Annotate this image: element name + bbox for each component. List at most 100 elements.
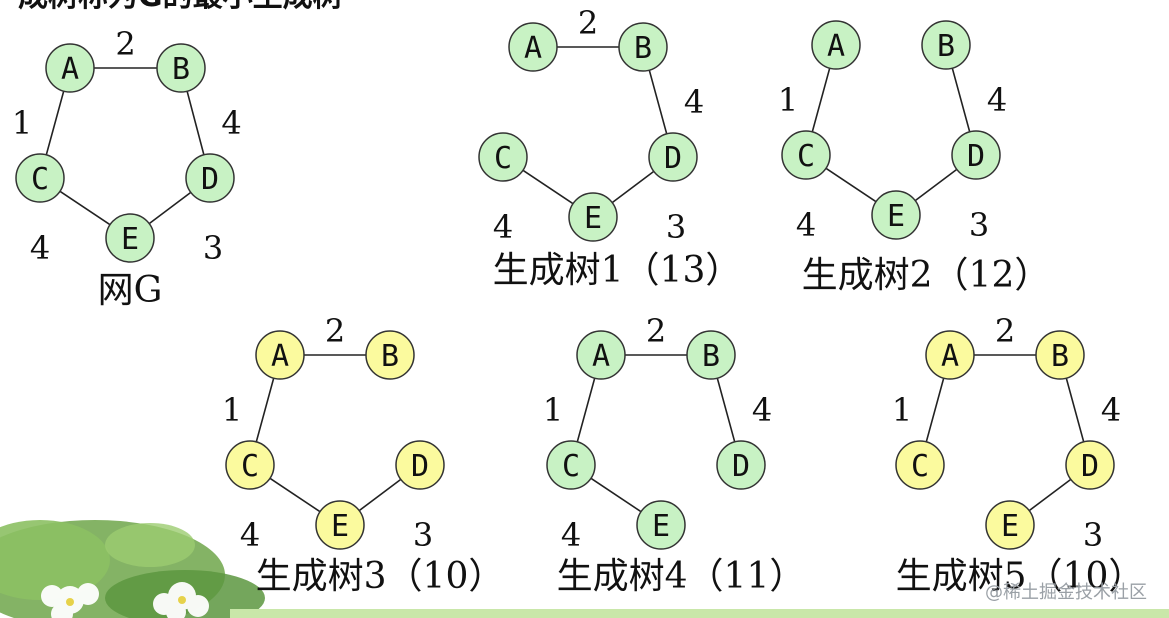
edge-A-C <box>45 90 65 156</box>
edge-weight-D-E: 3 <box>666 208 686 246</box>
node-A <box>925 330 975 380</box>
node-label-E: E <box>121 222 139 257</box>
node-label-C: C <box>241 449 259 484</box>
node-E <box>636 500 686 550</box>
node-label-B: B <box>381 339 399 374</box>
edge-weight-C-E: 4 <box>30 229 50 267</box>
node-A <box>576 330 626 380</box>
edge-weight-B-D: 4 <box>684 83 704 121</box>
node-C <box>781 130 831 180</box>
node-E <box>105 213 155 263</box>
node-label-C: C <box>494 141 512 176</box>
edge-B-D <box>951 67 971 133</box>
edge-weight-A-B: 2 <box>115 25 135 63</box>
edge-weight-B-D: 4 <box>1101 391 1121 429</box>
node-label-C: C <box>562 449 580 484</box>
node-label-B: B <box>937 29 955 64</box>
node-label-A: A <box>524 31 542 66</box>
graph-caption: 生成树2（12） <box>802 255 1051 296</box>
edge-weight-C-E: 4 <box>796 206 816 244</box>
node-label-E: E <box>887 199 905 234</box>
node-label-A: A <box>271 339 289 374</box>
edge-D-E <box>148 191 192 225</box>
node-A <box>45 43 95 93</box>
edge-B-D <box>1065 377 1085 443</box>
edge-weight-D-E: 3 <box>969 206 989 244</box>
node-D <box>1065 440 1115 490</box>
edge-weight-C-E: 4 <box>561 516 581 554</box>
node-C <box>225 440 275 490</box>
node-A <box>811 20 861 70</box>
edge-weight-B-D: 4 <box>987 81 1007 119</box>
edge-weight-A-C: 1 <box>12 104 32 142</box>
node-label-A: A <box>61 52 79 87</box>
node-B <box>365 330 415 380</box>
graph-caption: 生成树4（11） <box>557 556 806 597</box>
node-C <box>895 440 945 490</box>
edge-weight-A-C: 1 <box>222 391 242 429</box>
node-label-D: D <box>967 139 985 174</box>
edge-A-C <box>576 377 596 443</box>
node-D <box>185 153 235 203</box>
node-E <box>315 500 365 550</box>
node-label-B: B <box>702 339 720 374</box>
edge-C-E <box>522 169 574 205</box>
node-label-A: A <box>827 29 845 64</box>
edge-weight-B-D: 4 <box>752 391 772 429</box>
bottom-bar <box>230 609 1169 618</box>
graph-caption: 生成树5（10） <box>896 556 1145 597</box>
edge-A-C <box>925 377 945 443</box>
edge-weight-A-B: 2 <box>578 4 598 42</box>
graph-g2: 1 4 4 3 A B C D E 生成树2（12） <box>778 20 1051 296</box>
node-label-B: B <box>172 52 190 87</box>
node-B <box>686 330 736 380</box>
node-label-E: E <box>331 509 349 544</box>
node-B <box>618 22 668 72</box>
edge-weight-D-E: 3 <box>1083 516 1103 554</box>
node-D <box>648 132 698 182</box>
node-D <box>395 440 445 490</box>
watermark: @稀土掘金技术社区 <box>985 582 1147 603</box>
node-D <box>951 130 1001 180</box>
node-E <box>568 192 618 242</box>
node-A <box>255 330 305 380</box>
graph-caption: 网G <box>98 270 163 311</box>
node-label-C: C <box>911 449 929 484</box>
node-label-C: C <box>797 139 815 174</box>
node-B <box>1035 330 1085 380</box>
edge-D-E <box>1028 478 1072 512</box>
node-E <box>871 190 921 240</box>
node-label-D: D <box>664 141 682 176</box>
edge-weight-C-E: 4 <box>493 208 513 246</box>
node-B <box>156 43 206 93</box>
edge-A-C <box>255 377 275 443</box>
edge-A-C <box>811 67 831 133</box>
edge-B-D <box>648 69 668 135</box>
edge-C-E <box>590 477 642 513</box>
node-D <box>716 440 766 490</box>
node-label-D: D <box>201 162 219 197</box>
flower-decoration-icon <box>0 520 265 618</box>
edge-weight-A-B: 2 <box>325 312 345 350</box>
edge-B-D <box>716 377 736 443</box>
node-label-E: E <box>1001 509 1019 544</box>
edge-B-D <box>186 91 205 155</box>
node-A <box>508 22 558 72</box>
edge-weight-A-C: 1 <box>778 81 798 119</box>
node-label-B: B <box>634 31 652 66</box>
node-label-E: E <box>584 201 602 236</box>
edge-weight-A-B: 2 <box>646 312 666 350</box>
edge-D-E <box>358 478 402 512</box>
node-C <box>15 153 65 203</box>
edge-D-E <box>611 170 655 204</box>
edge-weight-D-E: 3 <box>203 229 223 267</box>
node-label-D: D <box>1081 449 1099 484</box>
node-label-C: C <box>31 162 49 197</box>
page-title: 成树称为G的最小生成树 <box>18 0 343 14</box>
node-C <box>546 440 596 490</box>
